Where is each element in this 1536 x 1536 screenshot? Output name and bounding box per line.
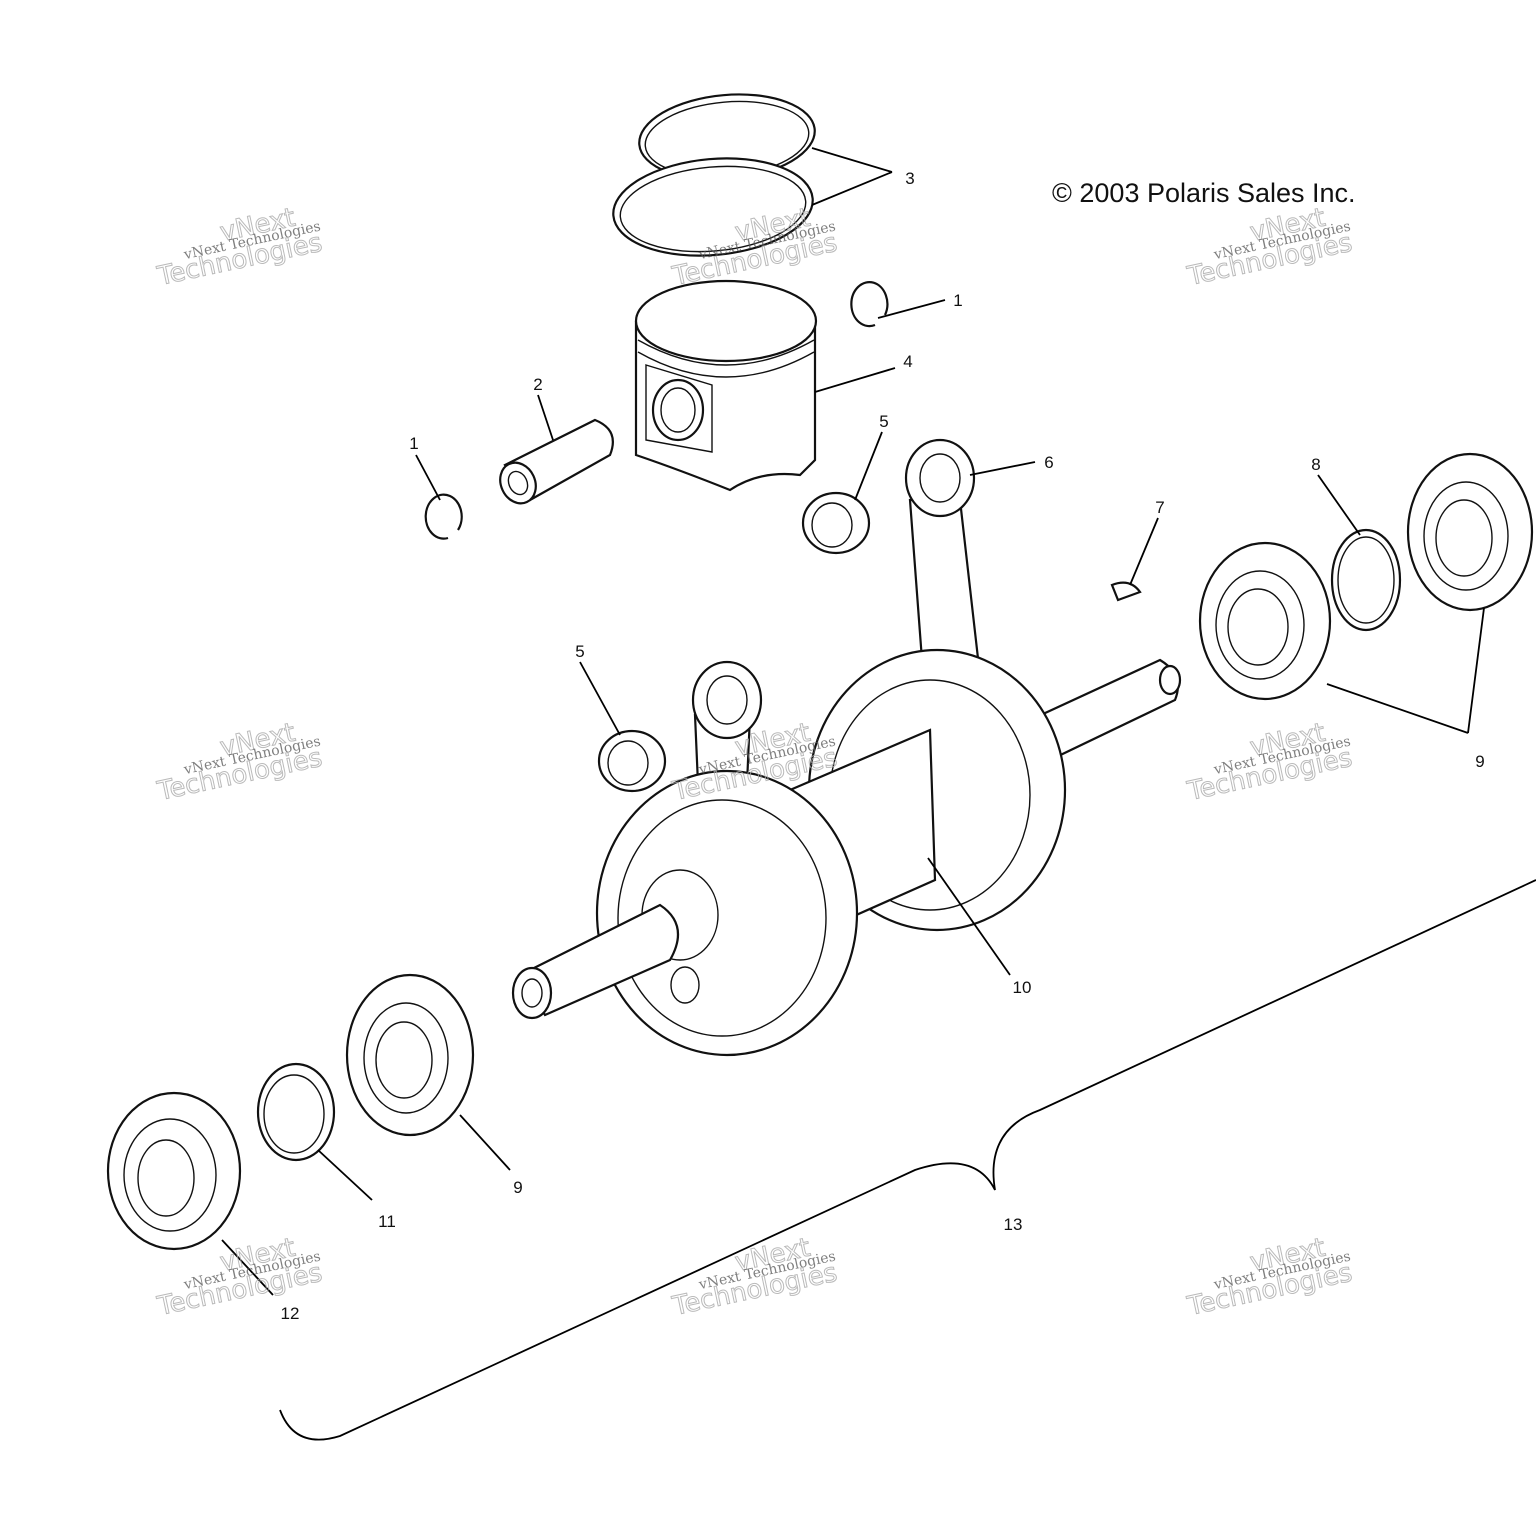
- spacer-ring[interactable]: [1330, 528, 1402, 632]
- callout-8: 8: [1311, 455, 1320, 474]
- watermark: vNext vNext Technologies Technologies: [154, 717, 326, 807]
- retaining-clip-left[interactable]: [424, 493, 463, 540]
- copyright-notice: © 2003 Polaris Sales Inc.: [1052, 178, 1356, 208]
- bearing-right[interactable]: [1198, 541, 1332, 701]
- woodruff-key[interactable]: [1110, 581, 1142, 602]
- leader-lines: [221, 147, 1485, 1296]
- bearing-left[interactable]: [345, 973, 475, 1137]
- callout-3: 3: [905, 169, 914, 188]
- piston-pin[interactable]: [494, 418, 614, 509]
- assembly-bracket: [279, 879, 1536, 1441]
- callout-5: 5: [879, 412, 888, 431]
- watermark: vNext vNext Technologies Technologies: [1184, 1232, 1356, 1322]
- bearing-far-right[interactable]: [1406, 452, 1534, 612]
- retaining-clip-right[interactable]: [850, 281, 889, 328]
- crankshaft[interactable]: [511, 648, 1182, 1057]
- callout-9: 9: [513, 1178, 522, 1197]
- callout-12: 12: [281, 1304, 300, 1323]
- callout-2: 2: [533, 375, 542, 394]
- callout-10: 10: [1013, 978, 1032, 997]
- piston[interactable]: [634, 279, 818, 492]
- callout-6: 6: [1044, 453, 1053, 472]
- watermark: vNext vNext Technologies Technologies: [1184, 717, 1356, 807]
- callout-11: 11: [378, 1212, 396, 1231]
- callout-1: 1: [953, 291, 962, 310]
- spacer-left[interactable]: [256, 1062, 336, 1162]
- piston-rings[interactable]: [609, 87, 818, 263]
- callout-9: 9: [1475, 752, 1484, 771]
- needle-bearing-lower[interactable]: [597, 729, 667, 793]
- needle-bearing-upper[interactable]: [801, 491, 871, 555]
- callout-7: 7: [1155, 498, 1164, 517]
- callout-13: 13: [1004, 1215, 1023, 1234]
- watermark: vNext vNext Technologies Technologies: [1184, 202, 1356, 292]
- callout-1: 1: [409, 434, 418, 453]
- callout-4: 4: [903, 352, 912, 371]
- oil-seal[interactable]: [106, 1091, 242, 1251]
- callout-5: 5: [575, 642, 584, 661]
- watermark: vNext vNext Technologies Technologies: [154, 202, 326, 292]
